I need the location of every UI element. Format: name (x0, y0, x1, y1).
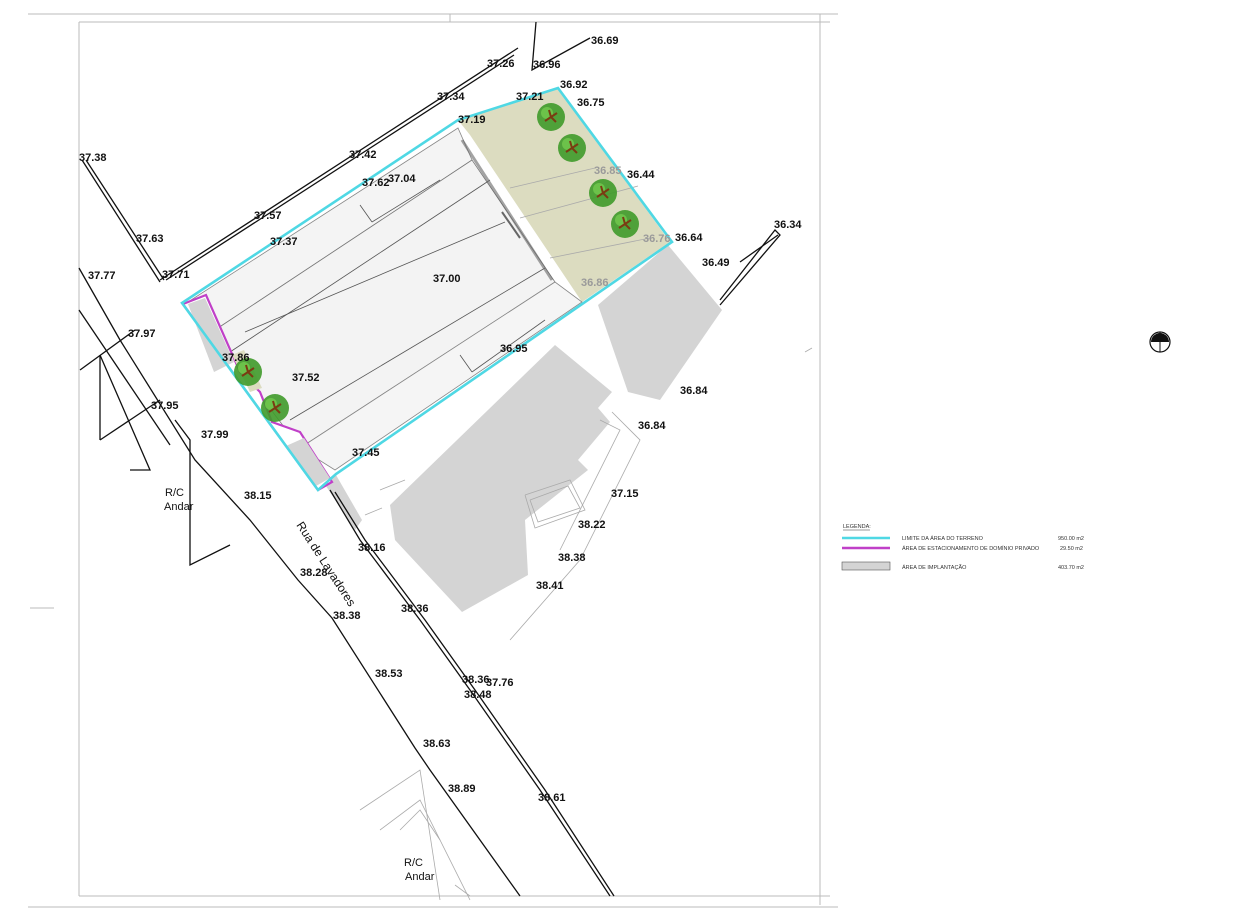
legend-label-parking: ÁREA DE ESTACIONAMENTO DE DOMÍNIO PRIVAD… (902, 545, 1040, 552)
svg-text:Andar: Andar (164, 501, 194, 513)
elevation-label: 37.19 (458, 114, 486, 126)
elevation-label: 36.95 (500, 343, 528, 355)
elevation-label: 37.04 (388, 173, 416, 185)
elevation-label: 37.97 (128, 328, 156, 340)
elevation-label: 36.86 (581, 277, 609, 289)
tree-icon (234, 358, 262, 386)
elevation-label: 36.64 (675, 232, 703, 244)
elevation-label: 37.57 (254, 210, 282, 222)
trees (234, 103, 639, 422)
legend-title: LEGENDA: (843, 524, 871, 530)
elevation-label: 38.53 (375, 668, 403, 680)
terrain-boundary (180, 86, 674, 492)
elevation-label: 37.34 (437, 91, 465, 103)
elevation-label: 36.75 (577, 97, 605, 109)
elevation-label: 37.86 (222, 352, 250, 364)
legend-value-implantation: 403.70 m2 (1058, 565, 1084, 571)
floor-note-2: R/C Andar (404, 857, 435, 883)
legend-value-parking: 29.50 m2 (1060, 546, 1083, 552)
elevation-label: 37.15 (611, 488, 639, 500)
elevation-label: 37.52 (292, 372, 320, 384)
svg-text:R/C: R/C (404, 857, 423, 869)
elevation-label: 37.42 (349, 149, 377, 161)
legend-value-boundary: 950.00 m2 (1058, 536, 1084, 542)
elevation-label: 36.49 (702, 257, 730, 269)
elevation-label: 37.95 (151, 400, 179, 412)
elevation-label: 37.76 (486, 677, 514, 689)
legend-swatch-implantation (841, 561, 891, 571)
elevation-label: 37.26 (487, 58, 515, 70)
elevation-label: 38.41 (536, 580, 564, 592)
elevation-label: 37.38 (79, 152, 107, 164)
svg-text:R/C: R/C (165, 487, 184, 499)
elevation-label: 38.22 (578, 519, 606, 531)
elevation-label: 38.61 (538, 792, 566, 804)
implantation-area (322, 245, 722, 612)
elevation-label: 36.84 (680, 385, 708, 397)
road-lines (78, 21, 781, 897)
legend-label-boundary: LIMITE DA ÁREA DO TERRENO (902, 535, 984, 542)
elevation-label: 38.38 (333, 610, 361, 622)
elevation-label: 37.00 (433, 273, 461, 285)
elevation-label: 37.77 (88, 270, 116, 282)
elevation-label: 38.38 (558, 552, 586, 564)
elevation-label: 37.45 (352, 447, 380, 459)
elevation-label: 37.63 (136, 233, 164, 245)
elevation-label: 38.36 (462, 674, 490, 686)
north-arrow-icon (1149, 331, 1171, 353)
tree-icon (261, 394, 289, 422)
elevation-label: 36.92 (560, 79, 588, 91)
legend-label-implantation: ÁREA DE IMPLANTAÇÃO (902, 564, 967, 571)
street-name: Rua de Lavadores (293, 519, 358, 609)
legend: LEGENDA: LIMITE DA ÁREA DO TERRENO 950.0… (841, 524, 1084, 571)
elevation-label: 38.36 (401, 603, 429, 615)
elevation-label: 38.15 (244, 490, 272, 502)
elevation-label: 36.96 (533, 59, 561, 71)
elevation-label: 36.69 (591, 35, 619, 47)
tree-icon (589, 179, 617, 207)
elevation-label: 36.84 (638, 420, 666, 432)
elevation-labels: 36.69 36.96 37.26 36.92 37.34 37.21 36.75 37.19… (79, 35, 802, 804)
elevation-label: 38.89 (448, 783, 476, 795)
elevation-label: 38.63 (423, 738, 451, 750)
elevation-label: 36.34 (774, 219, 802, 231)
floor-note-1: R/C Andar (164, 487, 194, 513)
elevation-label: 37.21 (516, 91, 544, 103)
elevation-label: 38.48 (464, 689, 492, 701)
elevation-label: 38.16 (358, 542, 386, 554)
elevation-label: 37.37 (270, 236, 298, 248)
tree-icon (611, 210, 639, 238)
tree-icon (558, 134, 586, 162)
elevation-label: 36.76 (643, 233, 671, 245)
garden-area (458, 88, 670, 302)
elevation-label: 36.44 (627, 169, 655, 181)
elevation-label: 37.62 (362, 177, 390, 189)
elevation-label: 37.99 (201, 429, 229, 441)
elevation-label: 37.71 (162, 269, 190, 281)
elevation-label: 38.28 (300, 567, 328, 579)
secondary-lines (359, 347, 813, 901)
sheet-frame (28, 13, 838, 908)
elevation-label: 36.85 (594, 165, 622, 177)
tree-icon (537, 103, 565, 131)
building-structure (187, 127, 651, 471)
svg-text:Andar: Andar (405, 871, 435, 883)
